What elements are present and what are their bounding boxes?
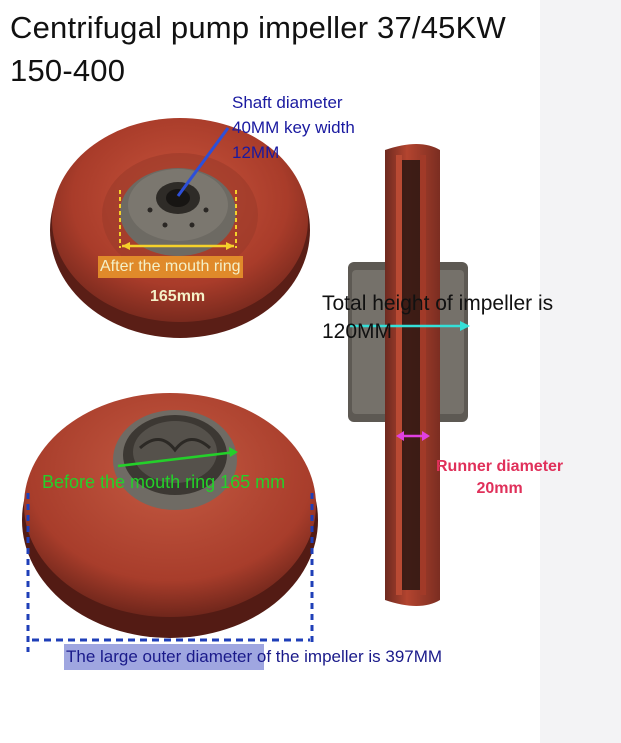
title-line-1: Centrifugal pump impeller 37/45KW — [10, 10, 506, 45]
shaft-annotation: Shaft diameter 40MM key width 12MM — [232, 90, 355, 165]
height-line-2: 120MM — [322, 320, 393, 343]
height-line-1: Total height of impeller is — [322, 292, 554, 315]
runner-line-1: Runner diameter — [436, 458, 564, 475]
shaft-pointer-line — [176, 127, 230, 197]
title-line-2: 150-400 — [10, 53, 126, 88]
shaft-line-1: Shaft diameter — [232, 93, 343, 112]
after-mouth-ring-label: After the mouth ring — [98, 256, 243, 278]
total-height-annotation: Total height of impeller is 120MM — [322, 290, 553, 346]
shaft-line-2: 40MM key width — [232, 118, 355, 137]
runner-line-2: 20mm — [476, 480, 523, 497]
shaft-line-3: 12MM — [232, 143, 280, 162]
top-impeller — [50, 118, 310, 338]
after-mouth-ring-value: 165mm — [150, 288, 206, 305]
right-margin — [540, 0, 621, 743]
bottom-impeller — [22, 393, 318, 652]
before-ring-line — [117, 450, 237, 468]
before-mouth-ring-label: Before the mouth ring 165 mm — [42, 472, 286, 492]
runner-annotation: Runner diameter 20mm — [436, 456, 563, 500]
outer-diameter-label: The large outer diameter of the impeller… — [66, 647, 443, 666]
outer-diameter-highlight — [64, 644, 264, 670]
side-impeller — [348, 144, 470, 606]
page-title: Centrifugal pump impeller 37/45KW 150-40… — [10, 6, 506, 92]
